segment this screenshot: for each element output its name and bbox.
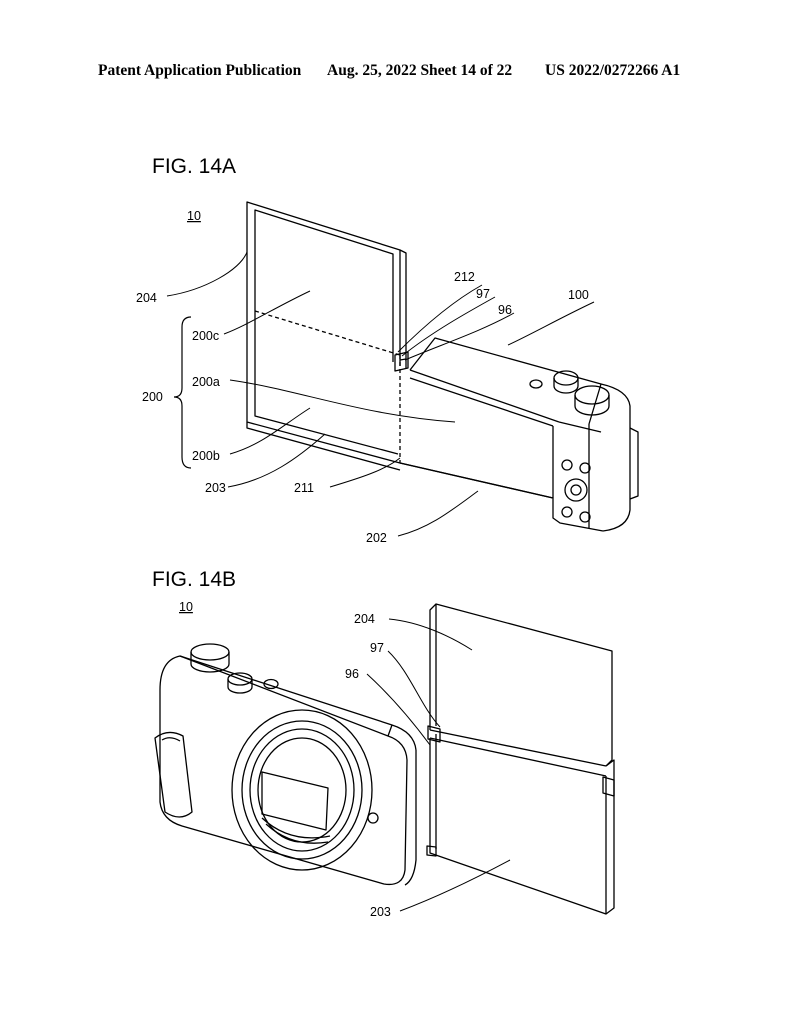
ref-212: 212 <box>454 270 475 284</box>
ref-97-b: 97 <box>370 641 384 655</box>
fold-lines-14a <box>254 310 401 463</box>
leader-lines-14a <box>166 251 595 537</box>
reference-numerals-14a: 10 204 200c 200a 200 200b 203 211 202 21… <box>136 209 589 545</box>
ref-200: 200 <box>142 390 163 404</box>
figure-14a-title: FIG. 14A <box>152 155 236 178</box>
ref-96-a: 96 <box>498 303 512 317</box>
figure-14b-drawing <box>154 603 615 915</box>
leader-lines-14b <box>366 618 511 912</box>
date-sheet-label: Aug. 25, 2022 Sheet 14 of 22 <box>327 62 513 79</box>
ref-200a: 200a <box>192 375 220 389</box>
figure-14b: FIG. 14B <box>152 568 615 919</box>
ref-200b: 200b <box>192 449 220 463</box>
ref-204-b: 204 <box>354 612 375 626</box>
ref-204-a: 204 <box>136 291 157 305</box>
ref-96-b: 96 <box>345 667 359 681</box>
publication-label: Patent Application Publication <box>98 62 302 79</box>
ref-211: 211 <box>294 481 314 495</box>
ref-10-a: 10 <box>187 209 201 223</box>
ref-202: 202 <box>366 531 387 545</box>
ref-203-b: 203 <box>370 905 391 919</box>
figure-14a-drawing <box>246 201 639 532</box>
ref-97-a: 97 <box>476 287 490 301</box>
ref-200c: 200c <box>192 329 219 343</box>
page-header: Patent Application Publication Aug. 25, … <box>0 62 791 86</box>
reference-numerals-14b: 10 204 97 96 203 <box>179 600 391 919</box>
figure-14b-title: FIG. 14B <box>152 568 236 591</box>
ref-10-b: 10 <box>179 600 193 614</box>
ref-100: 100 <box>568 288 589 302</box>
figure-14a: FIG. 14A <box>136 155 639 545</box>
bracket-200 <box>173 316 192 469</box>
patent-number: US 2022/0272266 A1 <box>545 62 681 79</box>
ref-203-a: 203 <box>205 481 226 495</box>
